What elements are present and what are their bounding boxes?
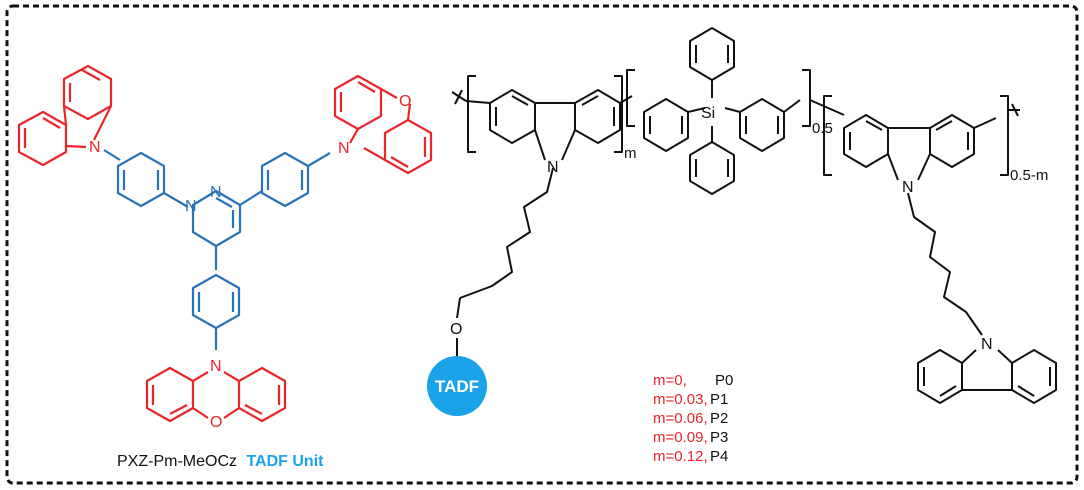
- phenyl-linker-right: [260, 151, 331, 208]
- legend-p-2: P2: [710, 410, 728, 427]
- caption-unit: TADF Unit: [246, 453, 324, 470]
- polymer-n-left-label: N: [547, 159, 559, 176]
- legend-m-1: m=0.03,: [653, 391, 708, 408]
- polymer-n-right-label: N: [902, 179, 914, 196]
- phenyl-linker-left: [116, 151, 189, 208]
- bracket-open-1: [467, 75, 476, 153]
- pendant-carbazole-n-label: N: [981, 336, 993, 353]
- phenoxazine-donor-bottom: [145, 366, 287, 423]
- legend-p-0: P0: [715, 372, 733, 389]
- polymer-structure: [451, 27, 1057, 404]
- phenoxazine-right-n-label: N: [338, 140, 350, 157]
- subscript-rest: 0.5-m: [1010, 167, 1048, 184]
- legend-p-3: P3: [710, 429, 728, 446]
- legend-p-1: P1: [710, 391, 728, 408]
- legend-p-4: P4: [710, 448, 728, 465]
- phenoxazine-right-o-label: O: [399, 93, 411, 110]
- pyrimidine-n2-label: N: [210, 184, 222, 201]
- bracket-close-1: [614, 75, 623, 153]
- phenoxazine-bottom-o-label: O: [210, 414, 222, 431]
- bracket-open-2: [626, 69, 635, 127]
- pyrimidine-core: [191, 189, 263, 270]
- pyrimidine-n1-label: N: [185, 198, 197, 215]
- bracket-open-3: [823, 95, 832, 176]
- molecule-caption: PXZ-Pm-MeOCz TADF Unit: [117, 453, 324, 470]
- carbazole-n-label: N: [89, 139, 101, 156]
- phenyl-linker-bottom: [191, 273, 241, 350]
- phenoxazine-donor-right: [333, 74, 433, 175]
- si-label: Si: [701, 105, 715, 122]
- legend-m-4: m=0.12,: [653, 448, 708, 465]
- bracket-close-2: [802, 69, 811, 127]
- legend-m-2: m=0.06,: [653, 410, 708, 427]
- carbazole-donor: [17, 64, 113, 167]
- subscript-m: m: [624, 145, 637, 162]
- tadf-badge: [427, 356, 487, 416]
- caption-name: PXZ-Pm-MeOCz: [117, 453, 237, 470]
- dashed-frame: [5, 4, 1079, 485]
- polymer-legend: m=0, P0 m=0.03, P1 m=0.06, P2 m=0.09, P3…: [653, 372, 733, 465]
- legend-m-0: m=0,: [653, 372, 687, 389]
- bracket-close-3: [1000, 95, 1009, 176]
- ether-o-label: O: [450, 321, 462, 338]
- subscript-half: 0.5: [812, 120, 833, 137]
- tadf-badge-label: TADF: [435, 377, 479, 396]
- phenoxazine-bottom-n-label: N: [210, 358, 222, 375]
- pxz-pm-meocz-molecule: [17, 64, 433, 423]
- legend-m-3: m=0.09,: [653, 429, 708, 446]
